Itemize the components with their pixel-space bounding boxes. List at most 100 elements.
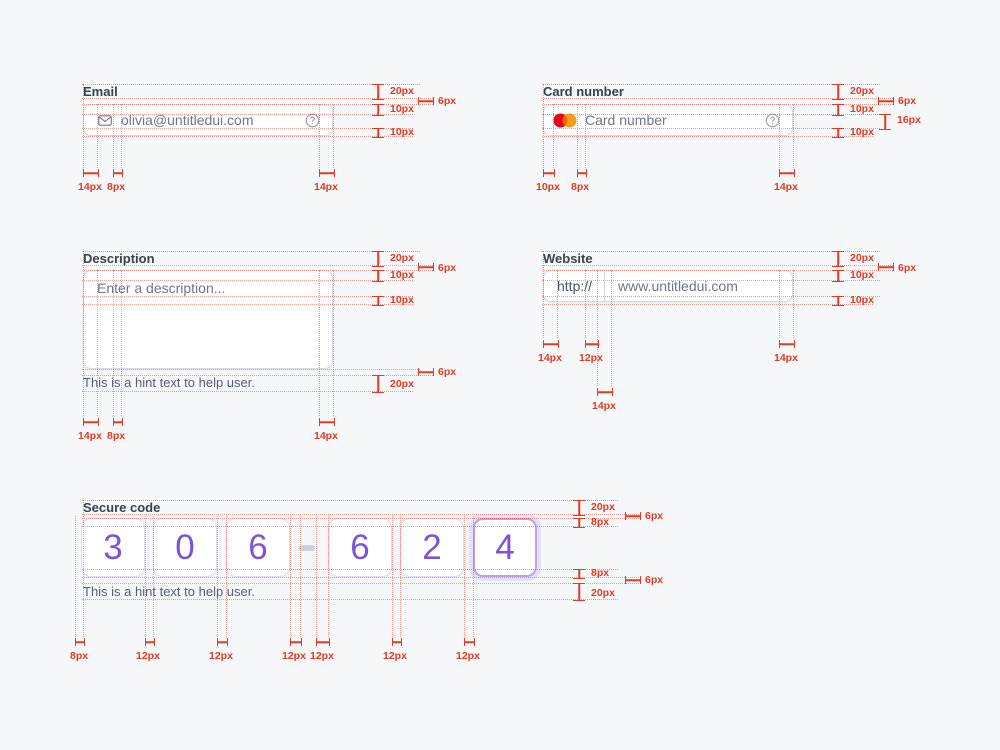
measure-horizontal bbox=[392, 638, 402, 646]
guide-line bbox=[82, 84, 420, 85]
measure-horizontal bbox=[83, 169, 99, 177]
guide-line bbox=[542, 251, 880, 252]
guide-line bbox=[82, 98, 433, 99]
measure-vertical bbox=[573, 518, 585, 528]
guide-line bbox=[82, 391, 413, 392]
measure-label: 10px bbox=[390, 126, 414, 138]
measure-label: 12px bbox=[209, 650, 233, 662]
digit-input-3[interactable]: 6 bbox=[226, 518, 290, 577]
guide-line bbox=[82, 136, 413, 137]
guide-line bbox=[145, 516, 146, 637]
guide-line bbox=[82, 375, 433, 376]
guide-line bbox=[779, 104, 780, 168]
guide-line bbox=[316, 516, 317, 637]
measure-label: 8px bbox=[107, 430, 126, 442]
digit-input-6[interactable]: 4 bbox=[473, 518, 537, 577]
measure-label: 12px bbox=[579, 352, 603, 364]
url-prefix: http:// bbox=[557, 278, 593, 294]
measure-vertical bbox=[832, 251, 844, 267]
email-input[interactable]: olivia@untitledui.com bbox=[83, 104, 333, 136]
measure-vertical bbox=[832, 270, 844, 282]
guide-line bbox=[82, 569, 618, 570]
website-input[interactable]: http:// www.untitledui.com bbox=[543, 270, 793, 302]
guide-line bbox=[153, 516, 154, 637]
guide-line bbox=[557, 270, 558, 338]
guide-line bbox=[82, 500, 618, 501]
measure-label: 12px bbox=[310, 650, 334, 662]
digit-input-5[interactable]: 2 bbox=[400, 518, 464, 577]
help-circle-icon[interactable] bbox=[305, 113, 320, 128]
guide-line bbox=[82, 518, 639, 519]
measure-horizontal bbox=[217, 638, 228, 646]
measure-label: 14px bbox=[78, 181, 102, 193]
measure-horizontal bbox=[145, 638, 155, 646]
measure-vertical bbox=[372, 251, 384, 267]
guide-line bbox=[542, 280, 880, 281]
measure-vertical bbox=[832, 104, 844, 116]
mastercard-icon bbox=[553, 113, 577, 128]
guide-line bbox=[473, 516, 474, 637]
measure-horizontal bbox=[75, 638, 85, 646]
guide-line bbox=[113, 104, 114, 168]
measure-horizontal bbox=[878, 263, 894, 271]
guide-line bbox=[82, 369, 420, 370]
card-input[interactable]: Card number bbox=[543, 104, 793, 136]
guide-line bbox=[464, 516, 465, 637]
measure-label: 20px bbox=[390, 85, 414, 97]
measure-horizontal bbox=[625, 512, 641, 520]
measure-horizontal bbox=[543, 169, 555, 177]
measure-horizontal bbox=[290, 638, 302, 646]
measure-label: 6px bbox=[438, 95, 457, 107]
guide-line bbox=[121, 104, 122, 168]
website-label: Website bbox=[543, 251, 593, 266]
help-circle-icon[interactable] bbox=[765, 113, 780, 128]
measure-label: 14px bbox=[538, 352, 562, 364]
measure-vertical bbox=[372, 375, 384, 393]
guide-line bbox=[542, 128, 880, 129]
measure-horizontal bbox=[464, 638, 475, 646]
measure-horizontal bbox=[83, 418, 99, 426]
measure-label: 8px bbox=[107, 181, 126, 193]
guide-line bbox=[82, 296, 413, 297]
measure-horizontal bbox=[779, 169, 795, 177]
measure-horizontal bbox=[113, 418, 123, 426]
measure-label: 14px bbox=[592, 400, 616, 412]
guide-line bbox=[290, 516, 291, 637]
email-label: Email bbox=[83, 84, 118, 99]
measure-horizontal bbox=[543, 340, 559, 348]
website-value: www.untitledui.com bbox=[618, 278, 738, 294]
guide-line bbox=[82, 514, 639, 515]
measure-horizontal bbox=[319, 418, 335, 426]
measure-label: 10px bbox=[850, 126, 874, 138]
guide-line bbox=[82, 304, 413, 305]
guide-line bbox=[542, 136, 873, 137]
guide-line bbox=[83, 251, 84, 416]
guide-line bbox=[597, 270, 598, 386]
measure-horizontal bbox=[878, 97, 894, 105]
measure-label: 20px bbox=[591, 587, 615, 599]
description-placeholder: Enter a description... bbox=[97, 280, 226, 296]
digit-input-4[interactable]: 6 bbox=[328, 518, 392, 577]
guide-line bbox=[542, 98, 893, 99]
measure-horizontal bbox=[779, 340, 795, 348]
secure-code-hint: This is a hint text to help user. bbox=[83, 584, 255, 599]
measure-label: 20px bbox=[390, 378, 414, 390]
guide-line bbox=[577, 104, 578, 168]
guide-line bbox=[779, 270, 780, 338]
digit-input-1[interactable]: 3 bbox=[81, 518, 145, 577]
guide-line bbox=[226, 516, 227, 637]
guide-line bbox=[333, 270, 334, 416]
guide-line bbox=[113, 270, 114, 416]
guide-line bbox=[82, 599, 618, 600]
measure-label: 6px bbox=[645, 574, 664, 586]
measure-vertical bbox=[832, 296, 844, 306]
measure-label: 14px bbox=[314, 430, 338, 442]
guide-line bbox=[611, 270, 612, 386]
measure-label: 20px bbox=[390, 252, 414, 264]
measure-horizontal bbox=[319, 169, 335, 177]
measure-label: 6px bbox=[898, 262, 917, 274]
measure-vertical bbox=[372, 296, 384, 306]
